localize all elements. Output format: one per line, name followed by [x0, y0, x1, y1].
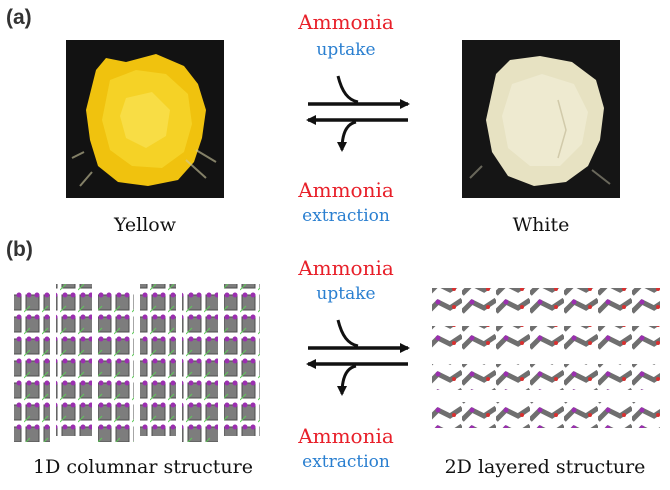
extraction-label: extraction [302, 206, 390, 226]
columnar-caption: 1D columnar structure [32, 456, 253, 478]
extraction-label-b: extraction [302, 452, 390, 472]
layered-structure-illustration [432, 288, 660, 428]
white-caption: White [512, 214, 570, 236]
equilibrium-arrows-a [306, 75, 410, 152]
columnar-structure-illustration [14, 284, 260, 442]
yellow-powder-photo [66, 40, 224, 198]
ammonia-extraction-label-b: Ammonia [298, 424, 394, 448]
ammonia-extraction-label: Ammonia [298, 178, 394, 202]
white-powder-photo [462, 40, 620, 198]
equilibrium-arrows-b [306, 319, 410, 396]
panel-b-label: (b) [6, 238, 33, 261]
yellow-caption: Yellow [114, 214, 176, 236]
layered-caption: 2D layered structure [444, 456, 646, 478]
uptake-label: uptake [316, 40, 376, 60]
ammonia-uptake-label-b: Ammonia [298, 256, 394, 280]
panel-a-label: (a) [6, 6, 32, 29]
ammonia-uptake-label: Ammonia [298, 10, 394, 34]
uptake-label-b: uptake [316, 284, 376, 304]
